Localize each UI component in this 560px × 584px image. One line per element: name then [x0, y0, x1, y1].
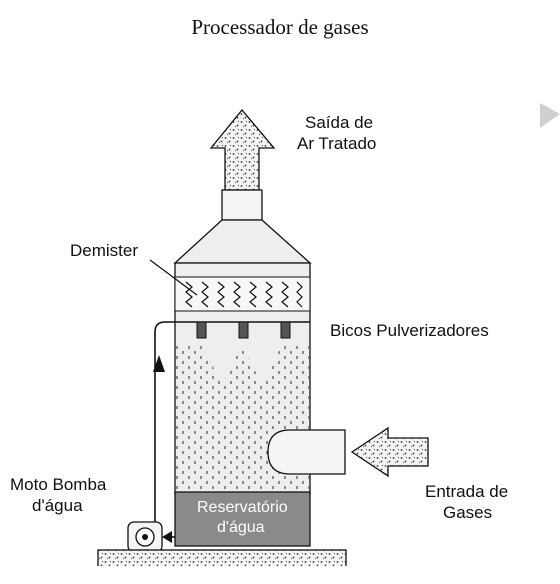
- nozzles-label: Bicos Pulverizadores: [330, 321, 489, 340]
- inlet-duct: [267, 429, 346, 475]
- pump-label-2: d'água: [32, 496, 83, 515]
- demister-waves: [185, 281, 303, 308]
- base-ground: [68, 566, 368, 584]
- outlet-label-2: Ar Tratado: [297, 134, 376, 153]
- pipe-flow-arrow: [153, 355, 165, 372]
- diagram-title: Processador de gases: [191, 15, 369, 39]
- spray-cones: [176, 340, 309, 385]
- reservoir: [174, 491, 311, 547]
- base-slab: [97, 549, 347, 569]
- pump-suction-arrow: [162, 531, 172, 543]
- play-triangle-icon: [540, 103, 560, 128]
- nozzle: [280, 321, 291, 339]
- reservoir-label-1: Reservatório: [197, 499, 288, 516]
- outlet-arrow: [209, 108, 276, 191]
- nozzle: [238, 321, 249, 339]
- demister-band: [174, 276, 311, 312]
- inlet-arrow: [350, 426, 429, 478]
- top-duct: [221, 189, 263, 221]
- nozzle: [196, 321, 207, 339]
- pump-label-1: Moto Bomba: [10, 475, 107, 494]
- outlet-label-1: Saída de: [305, 113, 373, 132]
- reservoir-label-2: d'água: [217, 519, 265, 536]
- tower-cone: [173, 219, 312, 264]
- demister-label: Demister: [70, 241, 138, 260]
- inlet-label-1: Entrada de: [425, 482, 508, 501]
- water-header-pipe: [154, 321, 310, 540]
- demister-leader: [149, 259, 198, 296]
- inlet-label-2: Gases: [443, 503, 492, 522]
- pump-icon: [127, 521, 163, 553]
